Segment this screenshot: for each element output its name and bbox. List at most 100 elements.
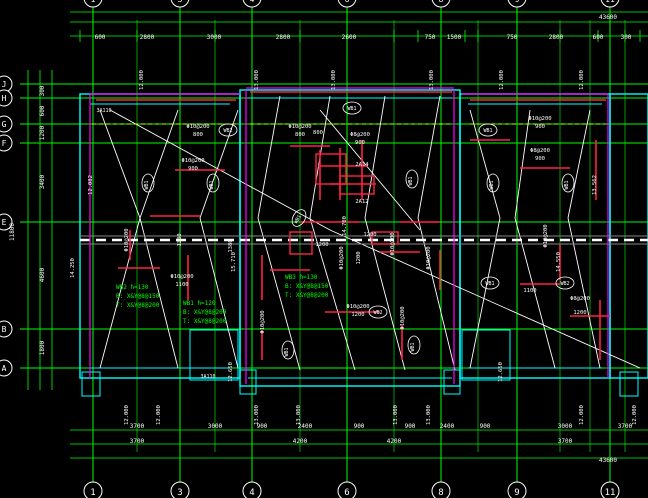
axis-label-top: 4 [250, 0, 255, 4]
slab-tag-ellipse [342, 101, 362, 115]
elevation-label: 12.000 [499, 70, 505, 90]
axis-label-left: G [2, 120, 7, 129]
rebar-annotation: 900 [535, 124, 545, 130]
bottom-dim-text: 2400 [298, 423, 313, 430]
slab-tag-ellipse [555, 276, 575, 290]
rebar-annotation: Φ10@200 [288, 124, 311, 130]
top-dim-text: 300 [621, 34, 632, 41]
record-label: 3A110 [96, 108, 111, 114]
slab-diagonal [199, 109, 239, 219]
axis-label-bottom: 3 [177, 488, 182, 498]
elevation-label: 15.710 [231, 252, 237, 272]
axis-bubble-top [431, 0, 451, 8]
slab-diagonal [139, 217, 179, 369]
rebar-marks [89, 87, 610, 384]
axis-label-bottom: 1 [90, 488, 95, 498]
left-dim-text: 1200 [39, 125, 46, 140]
slab-diagonal [319, 109, 421, 231]
elevation-label: 14.250 [70, 258, 76, 278]
bottom-total-dim: 43600 [599, 457, 617, 464]
axis-label-left: A [2, 364, 7, 373]
rebar-box [339, 175, 375, 195]
slab-tag-ellipse [206, 173, 220, 193]
rebar-annotation: Φ10@200 [186, 124, 209, 130]
axis-bubble-top [170, 0, 190, 8]
rebar-annotation: Φ10@200 [528, 116, 551, 122]
record-label: 3A110 [200, 374, 215, 380]
axis-label-top: 3 [178, 0, 183, 4]
rebar-annotation-v: 1200 [356, 251, 362, 264]
slab-tag-ellipse [368, 305, 388, 319]
axis-label-bottom: 4 [249, 488, 254, 498]
wb2-t: T: X&Y@8@200 [116, 302, 160, 309]
slab-tag-label: WB1 [209, 180, 215, 189]
elevation-label: 13.000 [254, 70, 260, 90]
elevation-label: 12.000 [139, 70, 145, 90]
axis-bubble-left [0, 320, 13, 338]
column-stub [443, 369, 461, 395]
slab-tag-ellipse [291, 209, 307, 227]
slab-tag-label: WB1 [485, 281, 494, 287]
wb3-note: WB3 h=130 [285, 274, 318, 281]
bottom-dim-text-2: 3700 [130, 438, 145, 445]
axis-label-top: 9 [515, 0, 520, 4]
wb3-b: B: X&Y@8@150 [285, 283, 329, 290]
rebar-annotation-v: Φ10@200 [543, 224, 549, 247]
left-dim-text: 1800 [39, 340, 46, 355]
column-stub [81, 371, 101, 397]
beams [80, 95, 648, 371]
bottom-dim-text: 900 [257, 423, 268, 430]
rebar-annotation: 1100 [175, 282, 188, 288]
axis-bubbles: 1346891113468911JHGFEBA [0, 0, 620, 498]
slab-diagonal [469, 217, 501, 369]
slab-tag-label: WB1 [347, 106, 356, 112]
axis-label-top: 8 [439, 0, 444, 4]
bottom-dim-text: 900 [405, 423, 416, 430]
elevation-label: 12.000 [579, 70, 585, 90]
rebar-annotation-v: Φ10@200 [426, 246, 432, 269]
room-label: 2A12 [355, 199, 368, 205]
slab-tag-ellipse [141, 173, 155, 193]
slab-diagonal [329, 229, 641, 369]
rebar-annotation: 1200 [351, 312, 364, 318]
axis-bubble-left [0, 89, 13, 107]
elevation-label: 12.650 [498, 362, 504, 382]
rebar-annotation: 800 [313, 130, 323, 136]
bottom-dim-text-2: 3700 [558, 438, 573, 445]
top-dim-text: 750 [425, 34, 436, 41]
axis-bubble-left [0, 115, 13, 133]
axis-bubble-top [83, 0, 103, 8]
left-dim-text: 600 [39, 105, 46, 116]
rebar-annotation: 900 [188, 166, 198, 172]
rebar-annotation-v: Φ10@200 [260, 310, 266, 333]
left-dim-text: 3400 [39, 174, 46, 189]
slab-tag-ellipse [561, 173, 575, 193]
elevation-label: 12.000 [579, 405, 585, 425]
rebar-annotation: Φ10@200 [346, 304, 369, 310]
axis-label-top: 11 [605, 0, 615, 4]
bottom-dim-text: 900 [480, 423, 491, 430]
axis-bubble-left [0, 213, 13, 231]
axis-bubble-left [0, 134, 13, 152]
slab-tag-ellipse [486, 173, 500, 193]
axis-bubble-bottom [431, 481, 451, 498]
bottom-dim-text: 900 [354, 423, 365, 430]
slab-tag-ellipse [407, 335, 421, 355]
rebar-box [315, 153, 347, 185]
elevation-label: 13.000 [426, 405, 432, 425]
slab-tag-label: WB2 [560, 281, 569, 287]
rebar-box [289, 231, 313, 255]
slab-diagonal [139, 109, 179, 219]
rebar-annotation-v: Φ10@200 [339, 246, 345, 269]
slab-tag-ellipse [478, 123, 498, 137]
slab-tag-label: WB2 [373, 310, 382, 316]
rebar-annotation: 800 [295, 132, 305, 138]
axis-bubble-top [600, 0, 620, 8]
slab-tag-label: WB1 [144, 180, 150, 189]
axis-bubble-left [0, 359, 13, 377]
top-dim-text: 2800 [276, 34, 291, 41]
slab-diagonal [417, 95, 441, 219]
